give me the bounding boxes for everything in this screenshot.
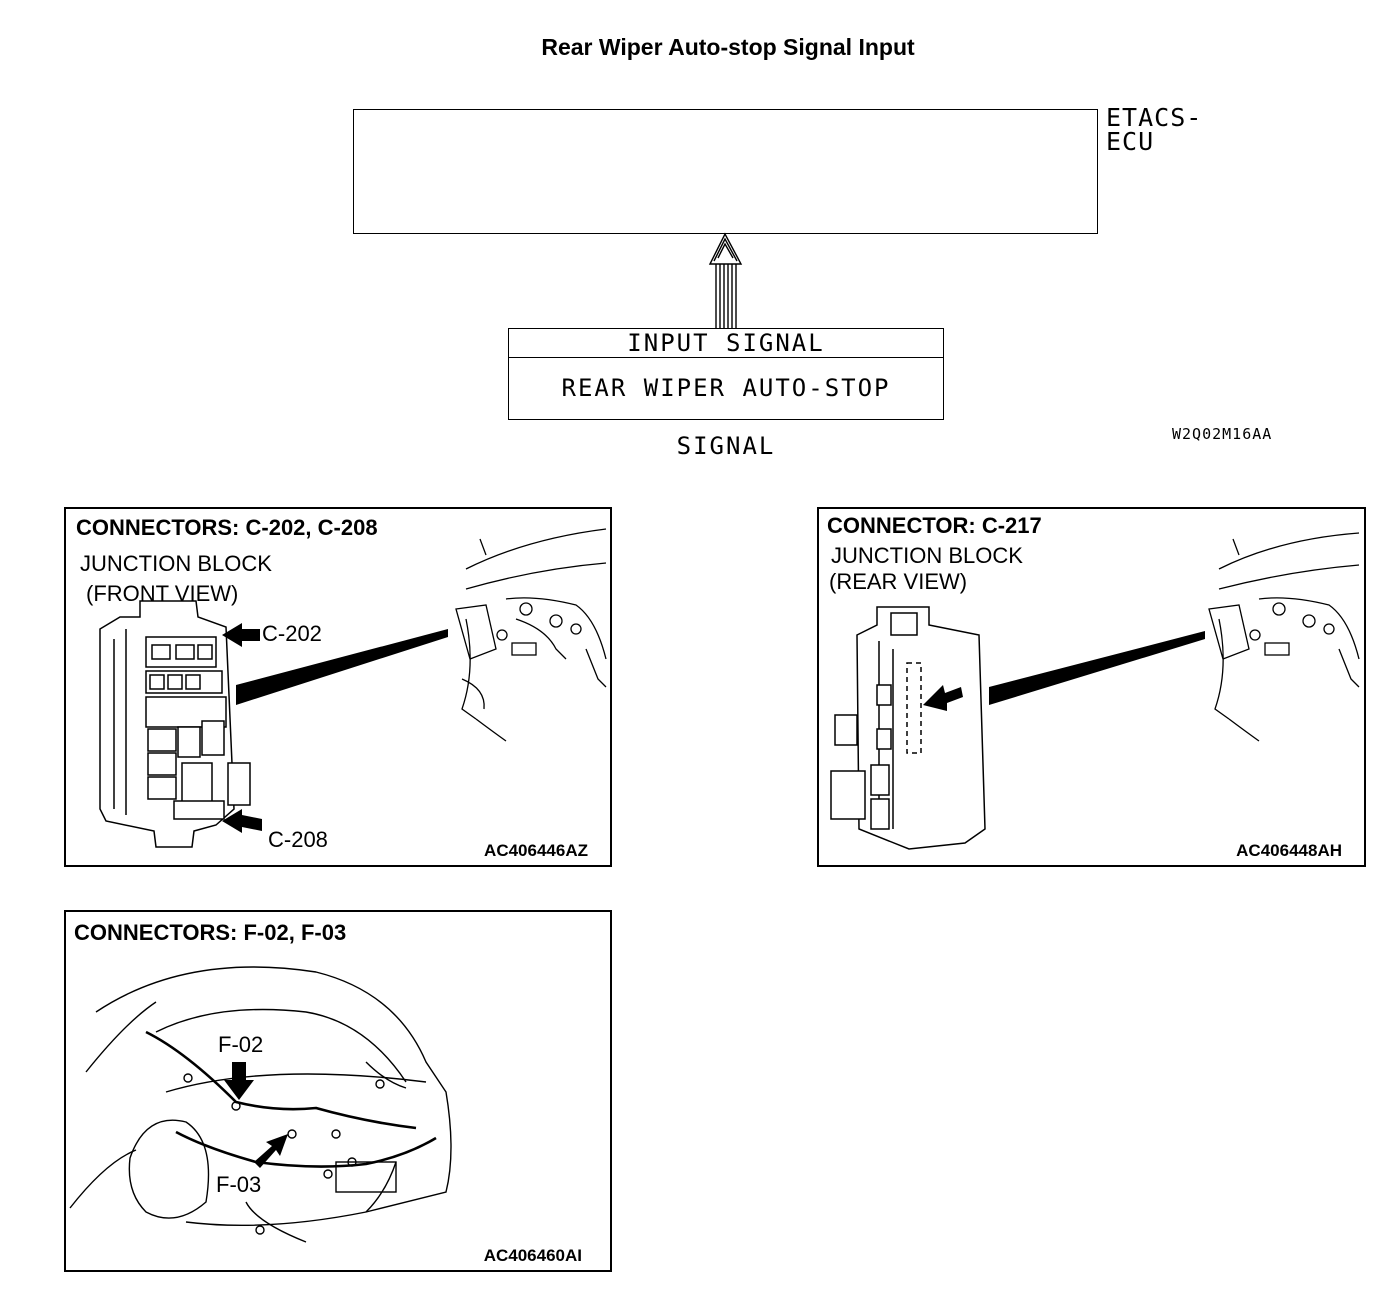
rear-hatch-illustration [69, 966, 452, 1243]
arrow-f-03 [254, 1134, 288, 1168]
panel-subtitle-line1: JUNCTION BLOCK [831, 543, 1023, 568]
dashboard-sketch [455, 528, 607, 742]
arrow-c-217 [923, 685, 963, 711]
ecu-box [353, 109, 1098, 234]
figure-code: W2Q02M16AA [1172, 425, 1273, 443]
callout-f-02: F-02 [218, 1032, 264, 1057]
arrow-f-02 [224, 1062, 254, 1100]
panel-code: AC406460AI [483, 1246, 582, 1265]
junction-block-front-illustration [99, 528, 607, 848]
ecu-label: ETACS- ECU [1106, 103, 1203, 156]
arrow-c-208 [222, 809, 262, 833]
panel-subtitle-line1: JUNCTION BLOCK [80, 551, 272, 576]
callout-c-208: C-208 [268, 827, 328, 852]
page-title: Rear Wiper Auto-stop Signal Input [541, 34, 915, 60]
dashboard-sketch [1208, 532, 1360, 742]
junction-block-rear-illustration [830, 532, 1360, 850]
panel-rear-hatch: CONNECTORS: F-02, F-03 F-02 F-03 AC40646… [64, 910, 612, 1272]
ecu-label-line1: ETACS- [1106, 103, 1203, 132]
arrow-c-202 [222, 623, 260, 647]
input-signal-name: REAR WIPER AUTO-STOP SIGNAL [561, 374, 891, 460]
panel-code: AC406446AZ [484, 841, 588, 860]
panel-junction-front: CONNECTORS: C-202, C-208 JUNCTION BLOCK … [64, 507, 612, 867]
panel-title: CONNECTORS: C-202, C-208 [76, 515, 378, 540]
ecu-label-line2: ECU [1106, 127, 1155, 156]
panel-subtitle-line2: (REAR VIEW) [829, 569, 968, 594]
pointer-wedge [989, 631, 1205, 705]
input-signal-table: INPUT SIGNAL REAR WIPER AUTO-STOP SIGNAL [508, 328, 944, 460]
callout-c-202: C-202 [262, 621, 322, 646]
pointer-wedge [236, 629, 448, 705]
callout-f-03: F-03 [216, 1172, 262, 1197]
panel-junction-rear: CONNECTOR: C-217 JUNCTION BLOCK (REAR VI… [817, 507, 1366, 867]
input-signal-header: INPUT SIGNAL [509, 329, 943, 358]
panel-title: CONNECTORS: F-02, F-03 [74, 920, 347, 945]
panel-title: CONNECTOR: C-217 [827, 513, 1042, 538]
panel-code: AC406448AH [1236, 841, 1342, 860]
